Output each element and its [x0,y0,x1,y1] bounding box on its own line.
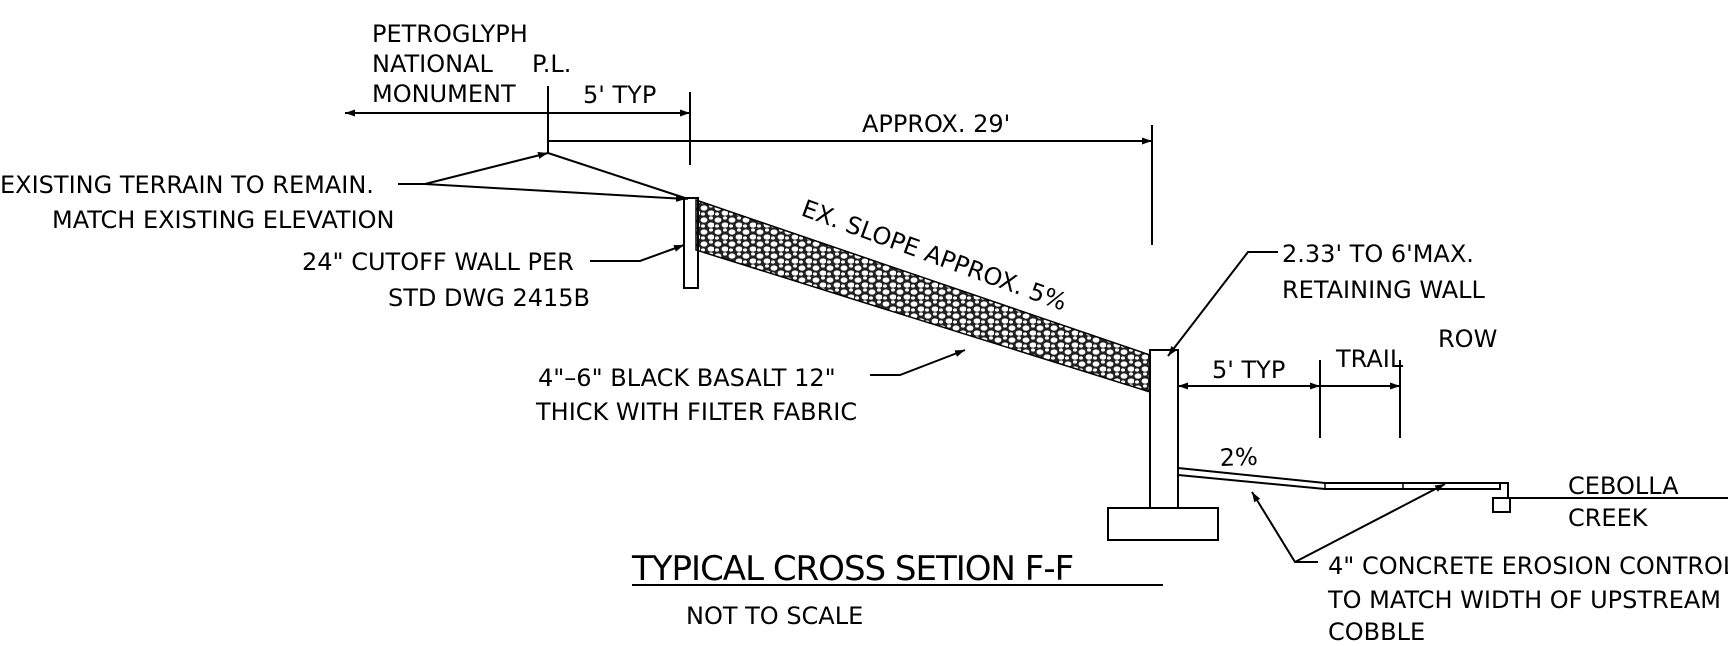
existing-terrain-label-1: EXISTING TERRAIN TO REMAIN. [0,171,374,199]
dim-5typ-right-label: 5' TYP [1212,356,1285,384]
row-label: ROW [1438,325,1497,353]
basalt-label-1: 4"–6" BLACK BASALT 12" [538,364,836,392]
pl-label: P.L. [532,50,571,78]
erosion-label-1: 4" CONCRETE EROSION CONTROL [1328,552,1728,580]
terrain-line-pl-to-wall [547,152,689,200]
leader-existing-terrain-2 [424,183,687,202]
dim-29-label: APPROX. 29' [862,110,1010,138]
leader-erosion-control-2 [1294,483,1446,563]
petroglyph-label-2: NATIONAL [372,50,494,78]
leader-existing-terrain [398,152,549,185]
page-subtitle: NOT TO SCALE [686,602,863,630]
leader-retaining-wall [1167,251,1278,357]
erosion-label-3: COBBLE [1328,618,1425,646]
dim-5typ-top-label: 5' TYP [583,81,656,109]
retaining-wall-label-2: RETAINING WALL [1282,276,1486,304]
existing-terrain-label-2: MATCH EXISTING ELEVATION [52,206,395,234]
retaining-wall-footing [1107,507,1219,541]
channel-step [1492,482,1511,513]
petroglyph-label-1: PETROGLYPH [372,20,528,48]
creek-label-1: CEBOLLA [1568,472,1679,500]
cutoff-wall [683,197,699,289]
retaining-wall-stem [1149,349,1179,509]
petroglyph-label-3: MONUMENT [372,80,516,108]
page-title: TYPICAL CROSS SETION F-F [631,549,1073,589]
leader-erosion-control [1251,491,1318,563]
cutoff-wall-label-1: 24" CUTOFF WALL PER [302,248,574,276]
cutoff-wall-label-2: STD DWG 2415B [388,284,590,312]
erosion-label-2: TO MATCH WIDTH OF UPSTREAM [1327,586,1721,614]
trail-label: TRAIL [1335,345,1404,373]
basalt-label-2: THICK WITH FILTER FABRIC [535,398,857,426]
leader-cutoff-wall [590,244,685,262]
grade-2pct-label: 2% [1219,443,1258,472]
creek-label-2: CREEK [1568,504,1649,532]
leader-basalt [870,349,966,376]
retaining-wall-label-1: 2.33' TO 6'MAX. [1282,240,1474,268]
